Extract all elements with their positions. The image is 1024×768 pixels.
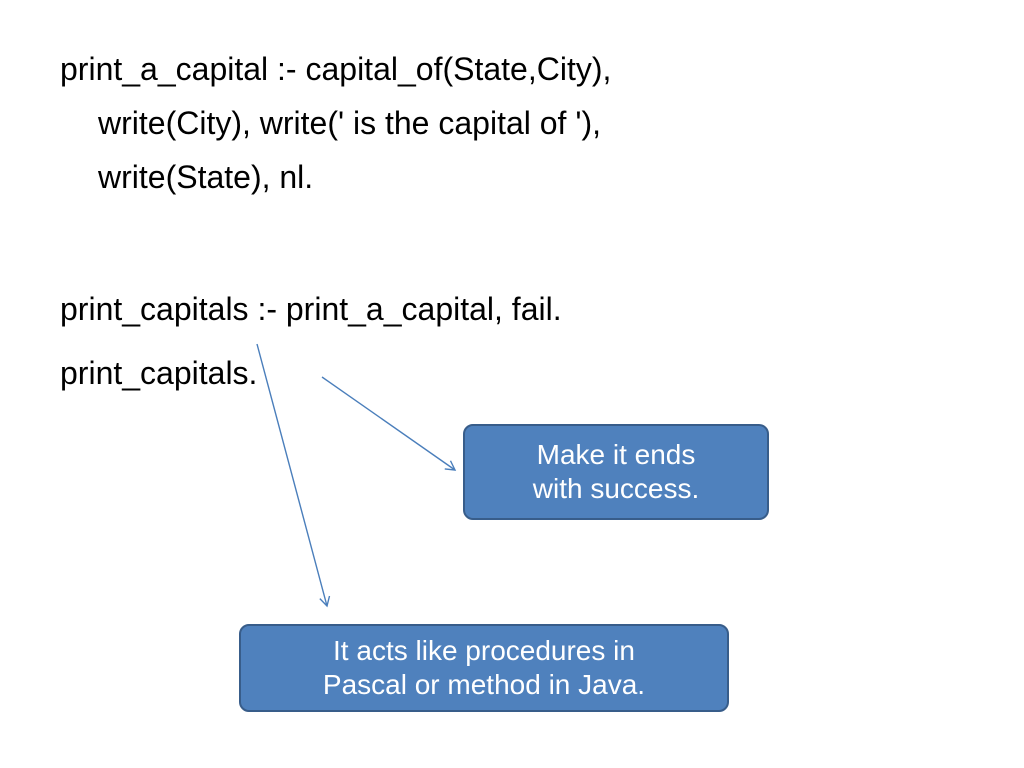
callout-procedures-text: It acts like procedures in Pascal or met… [323, 634, 645, 702]
callout-ends-with-success: Make it ends with success. [463, 424, 769, 520]
code-line-rule-head: print_a_capital :- capital_of(State,City… [60, 51, 612, 87]
callout-procedures-line-2: Pascal or method in Java. [322, 669, 646, 700]
callout-procedures-line-1: It acts like procedures in [333, 635, 635, 666]
callout-success-text: Make it ends with success. [533, 438, 700, 506]
arrow-to-success-callout [321, 376, 457, 471]
code-line-write-city: write(City), write(' is the capital of '… [98, 105, 601, 141]
code-line-write-state: write(State), nl. [98, 159, 314, 195]
code-line-print-capitals-rule: print_capitals :- print_a_capital, fail. [60, 291, 562, 327]
arrow-to-procedures-callout [256, 343, 331, 608]
code-line-print-capitals-query: print_capitals. [60, 355, 258, 391]
callout-success-line-2: with success. [532, 473, 700, 504]
callout-success-line-1: Make it ends [536, 439, 696, 470]
callout-acts-like-procedures: It acts like procedures in Pascal or met… [239, 624, 729, 712]
